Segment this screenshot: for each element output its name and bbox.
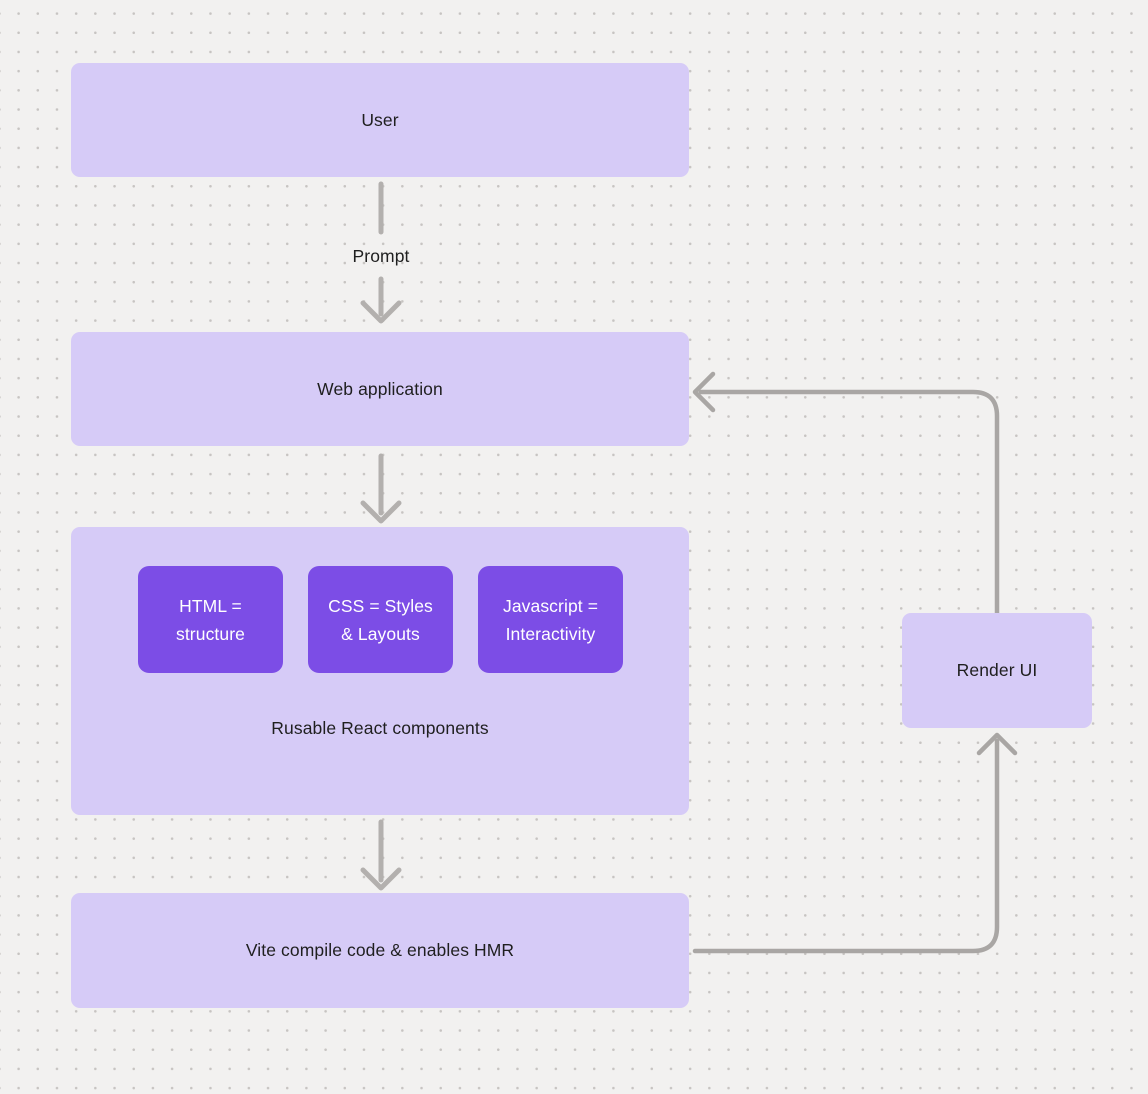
- arrowhead-down-webapp-icon: [360, 300, 402, 324]
- arrowhead-down-group-icon: [360, 500, 402, 524]
- arrowhead-left-webapp-icon: [692, 371, 716, 413]
- node-vite: Vite compile code & enables HMR: [71, 893, 689, 1008]
- node-render-ui: Render UI: [902, 613, 1092, 728]
- node-user-label: User: [361, 109, 399, 130]
- arrowhead-up-render-icon: [976, 732, 1018, 756]
- node-vite-label: Vite compile code & enables HMR: [245, 940, 515, 960]
- edge-render-to-webapp-line: [698, 389, 1000, 616]
- arrowhead-down-vite-icon: [360, 867, 402, 891]
- chip-html-structure-label: HTML = structure: [176, 595, 245, 644]
- edge-vite-to-render-line: [692, 738, 1000, 954]
- chip-javascript-interactivity: Javascript = Interactivity: [478, 566, 623, 673]
- node-web-application-label: Web application: [317, 378, 443, 399]
- edge-label-prompt: Prompt: [352, 246, 410, 266]
- chip-javascript-interactivity-label: Javascript = Interactivity: [502, 595, 599, 644]
- group-caption: Rusable React components: [271, 718, 489, 738]
- node-user: User: [71, 63, 689, 177]
- node-web-application: Web application: [71, 332, 689, 446]
- chip-css-styles: CSS = Styles & Layouts: [308, 566, 453, 673]
- chip-css-styles-label: CSS = Styles & Layouts: [328, 595, 433, 644]
- node-react-components-group: HTML = structure CSS = Styles & Layouts …: [71, 527, 689, 815]
- node-render-ui-label: Render UI: [956, 660, 1038, 680]
- chip-html-structure: HTML = structure: [138, 566, 283, 673]
